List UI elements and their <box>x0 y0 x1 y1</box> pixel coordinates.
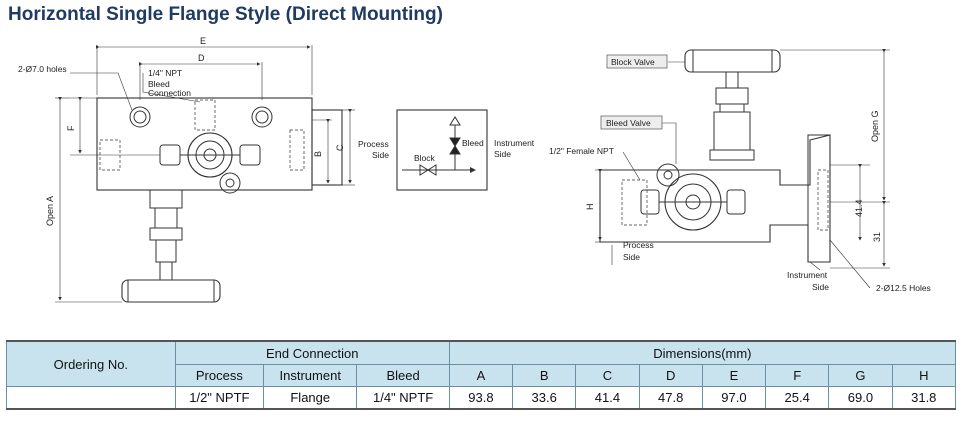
page-title: Horizontal Single Flange Style (Direct M… <box>8 4 443 25</box>
schematic-instrument-1: Instrument <box>494 138 535 148</box>
bleed-label-1: Bleed <box>148 79 170 89</box>
open-g-label: Open G <box>870 110 880 142</box>
schematic-process-2: Side <box>372 150 389 160</box>
dim-31-label: 31 <box>872 232 882 242</box>
table-cell: 1/2" NPTF <box>174 386 265 410</box>
right-instrument-2: Side <box>812 282 829 292</box>
sub-header: C <box>575 364 640 387</box>
table-cell: 31.8 <box>891 386 957 410</box>
technical-drawing: 2-Ø7.0 holes 1/4" NPT Bleed Connection E… <box>18 36 931 303</box>
left-holes-label: 2-Ø7.0 holes <box>18 64 67 74</box>
block-valve-label: Block Valve <box>611 57 655 67</box>
sub-header: B <box>512 364 577 387</box>
sub-header: Bleed <box>356 364 450 387</box>
ordering-header: Ordering No. <box>6 340 176 387</box>
sub-header: E <box>701 364 767 387</box>
right-process-1: Process <box>623 240 654 250</box>
right-process-2: Side <box>623 252 640 262</box>
npt-label: 1/4" NPT <box>148 68 182 78</box>
dim-f-label: F <box>66 125 76 131</box>
right-drawing <box>595 49 890 289</box>
schematic-bleed: Bleed <box>462 138 484 148</box>
right-instrument-1: Instrument <box>787 270 828 280</box>
table-cell <box>6 386 176 410</box>
sub-header: G <box>828 364 893 387</box>
dim-41-label: 41.4 <box>854 199 864 217</box>
female-npt-label: 1/2" Female NPT <box>549 146 614 156</box>
dimensions-header: Dimensions(mm) <box>448 340 957 365</box>
schematic-process-1: Process <box>358 139 389 149</box>
left-drawing <box>55 45 355 303</box>
sub-header: F <box>765 364 830 387</box>
schematic-block: Block <box>414 153 436 163</box>
sub-header: Process <box>174 364 265 387</box>
table-cell: 41.4 <box>575 386 640 410</box>
table-cell: 69.0 <box>828 386 893 410</box>
bleed-label-2: Connection <box>148 88 191 98</box>
right-holes-label: 2-Ø12.5 Holes <box>876 283 931 293</box>
table-cell: 93.8 <box>448 386 514 410</box>
dim-d-label: D <box>198 53 205 63</box>
dimensions-table: Ordering No. End Connection Dimensions(m… <box>6 340 957 410</box>
table-cell: Flange <box>263 386 358 410</box>
dim-h-label: H <box>585 204 595 211</box>
schematic-instrument-2: Side <box>494 149 511 159</box>
bleed-valve-label: Bleed Valve <box>606 118 651 128</box>
table-cell: 97.0 <box>701 386 767 410</box>
sub-header: H <box>891 364 957 387</box>
dim-e-label: E <box>200 36 206 46</box>
sub-header: A <box>448 364 514 387</box>
table-cell: 47.8 <box>638 386 703 410</box>
table-cell: 25.4 <box>765 386 830 410</box>
table-row: 1/2" NPTF Flange 1/4" NPTF 93.8 33.6 41.… <box>6 386 957 410</box>
end-connection-header: End Connection <box>174 340 450 365</box>
sub-header: Instrument <box>263 364 358 387</box>
open-a-label: Open A <box>45 196 55 226</box>
flow-schematic <box>396 109 488 191</box>
table-cell: 1/4" NPTF <box>356 386 450 410</box>
dim-b-label: B <box>313 151 323 157</box>
sub-header: D <box>638 364 703 387</box>
dim-c-label: C <box>335 144 345 151</box>
table-cell: 33.6 <box>512 386 577 410</box>
